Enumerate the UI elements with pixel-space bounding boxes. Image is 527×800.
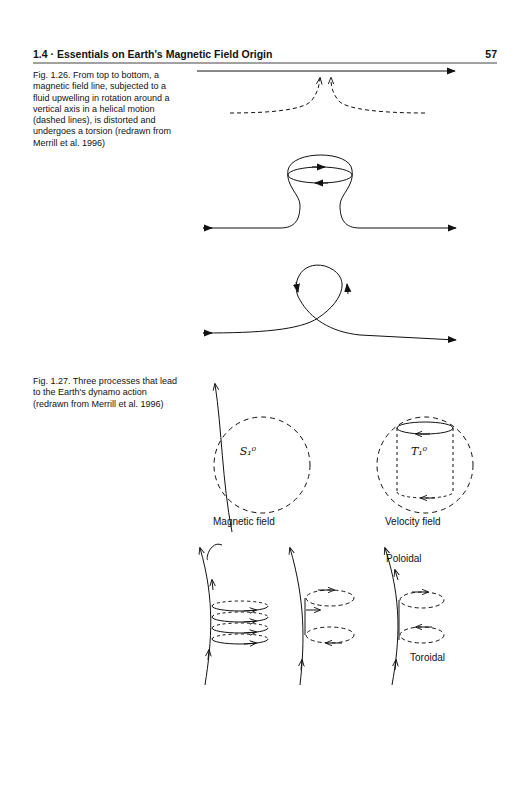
field-label: Poloidal bbox=[386, 553, 422, 566]
field-circle: S₁⁰ bbox=[214, 417, 310, 513]
running-head: 1.4 · Essentials on Earth's Magnetic Fie… bbox=[33, 48, 272, 61]
figure-caption: Fig. 1.27. Three processes that lead to … bbox=[33, 376, 183, 410]
panel-label: Magnetic field bbox=[213, 516, 275, 529]
panel-label: Velocity field bbox=[385, 516, 441, 529]
mode-symbol: S₁⁰ bbox=[240, 445, 256, 459]
page-number: 57 bbox=[475, 48, 497, 61]
figure-caption: Fig. 1.26. From top to bottom, a magneti… bbox=[33, 70, 183, 149]
field-circle: T₁⁰ bbox=[377, 417, 473, 513]
field-label: Toroidal bbox=[410, 652, 445, 665]
mode-symbol: T₁⁰ bbox=[411, 445, 427, 459]
